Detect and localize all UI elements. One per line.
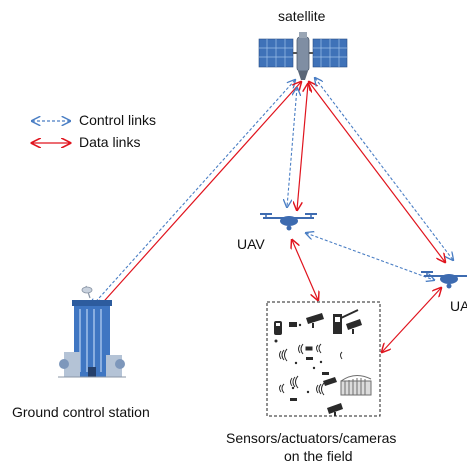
field-label-line1: Sensors/actuators/cameras [226,430,397,446]
ground-station-label: Ground control station [12,404,150,420]
uav-right-icon [421,271,467,289]
data-link-sat-ground [97,82,301,309]
uav-right-label: UA [450,298,467,314]
control-link-sat-uav-right [315,78,453,260]
field-label-line2: on the field [284,448,353,464]
ground-station-building-icon [58,285,126,378]
satellite-label: satellite [278,8,326,24]
control-link-uav-uav [306,233,434,280]
control-link-sat-ground [91,80,295,307]
field-devices-icons [274,309,372,416]
data-link-uav-right-field [382,288,441,352]
satellite-icon [258,32,348,80]
uav-left-icon [260,213,317,231]
data-link-uav-field [292,240,318,300]
control-link-sat-uav-left [287,88,297,207]
data-link-sat-uav-left [297,84,308,210]
field-devices-box [266,301,381,417]
data-link-sat-uav-right [309,82,445,262]
